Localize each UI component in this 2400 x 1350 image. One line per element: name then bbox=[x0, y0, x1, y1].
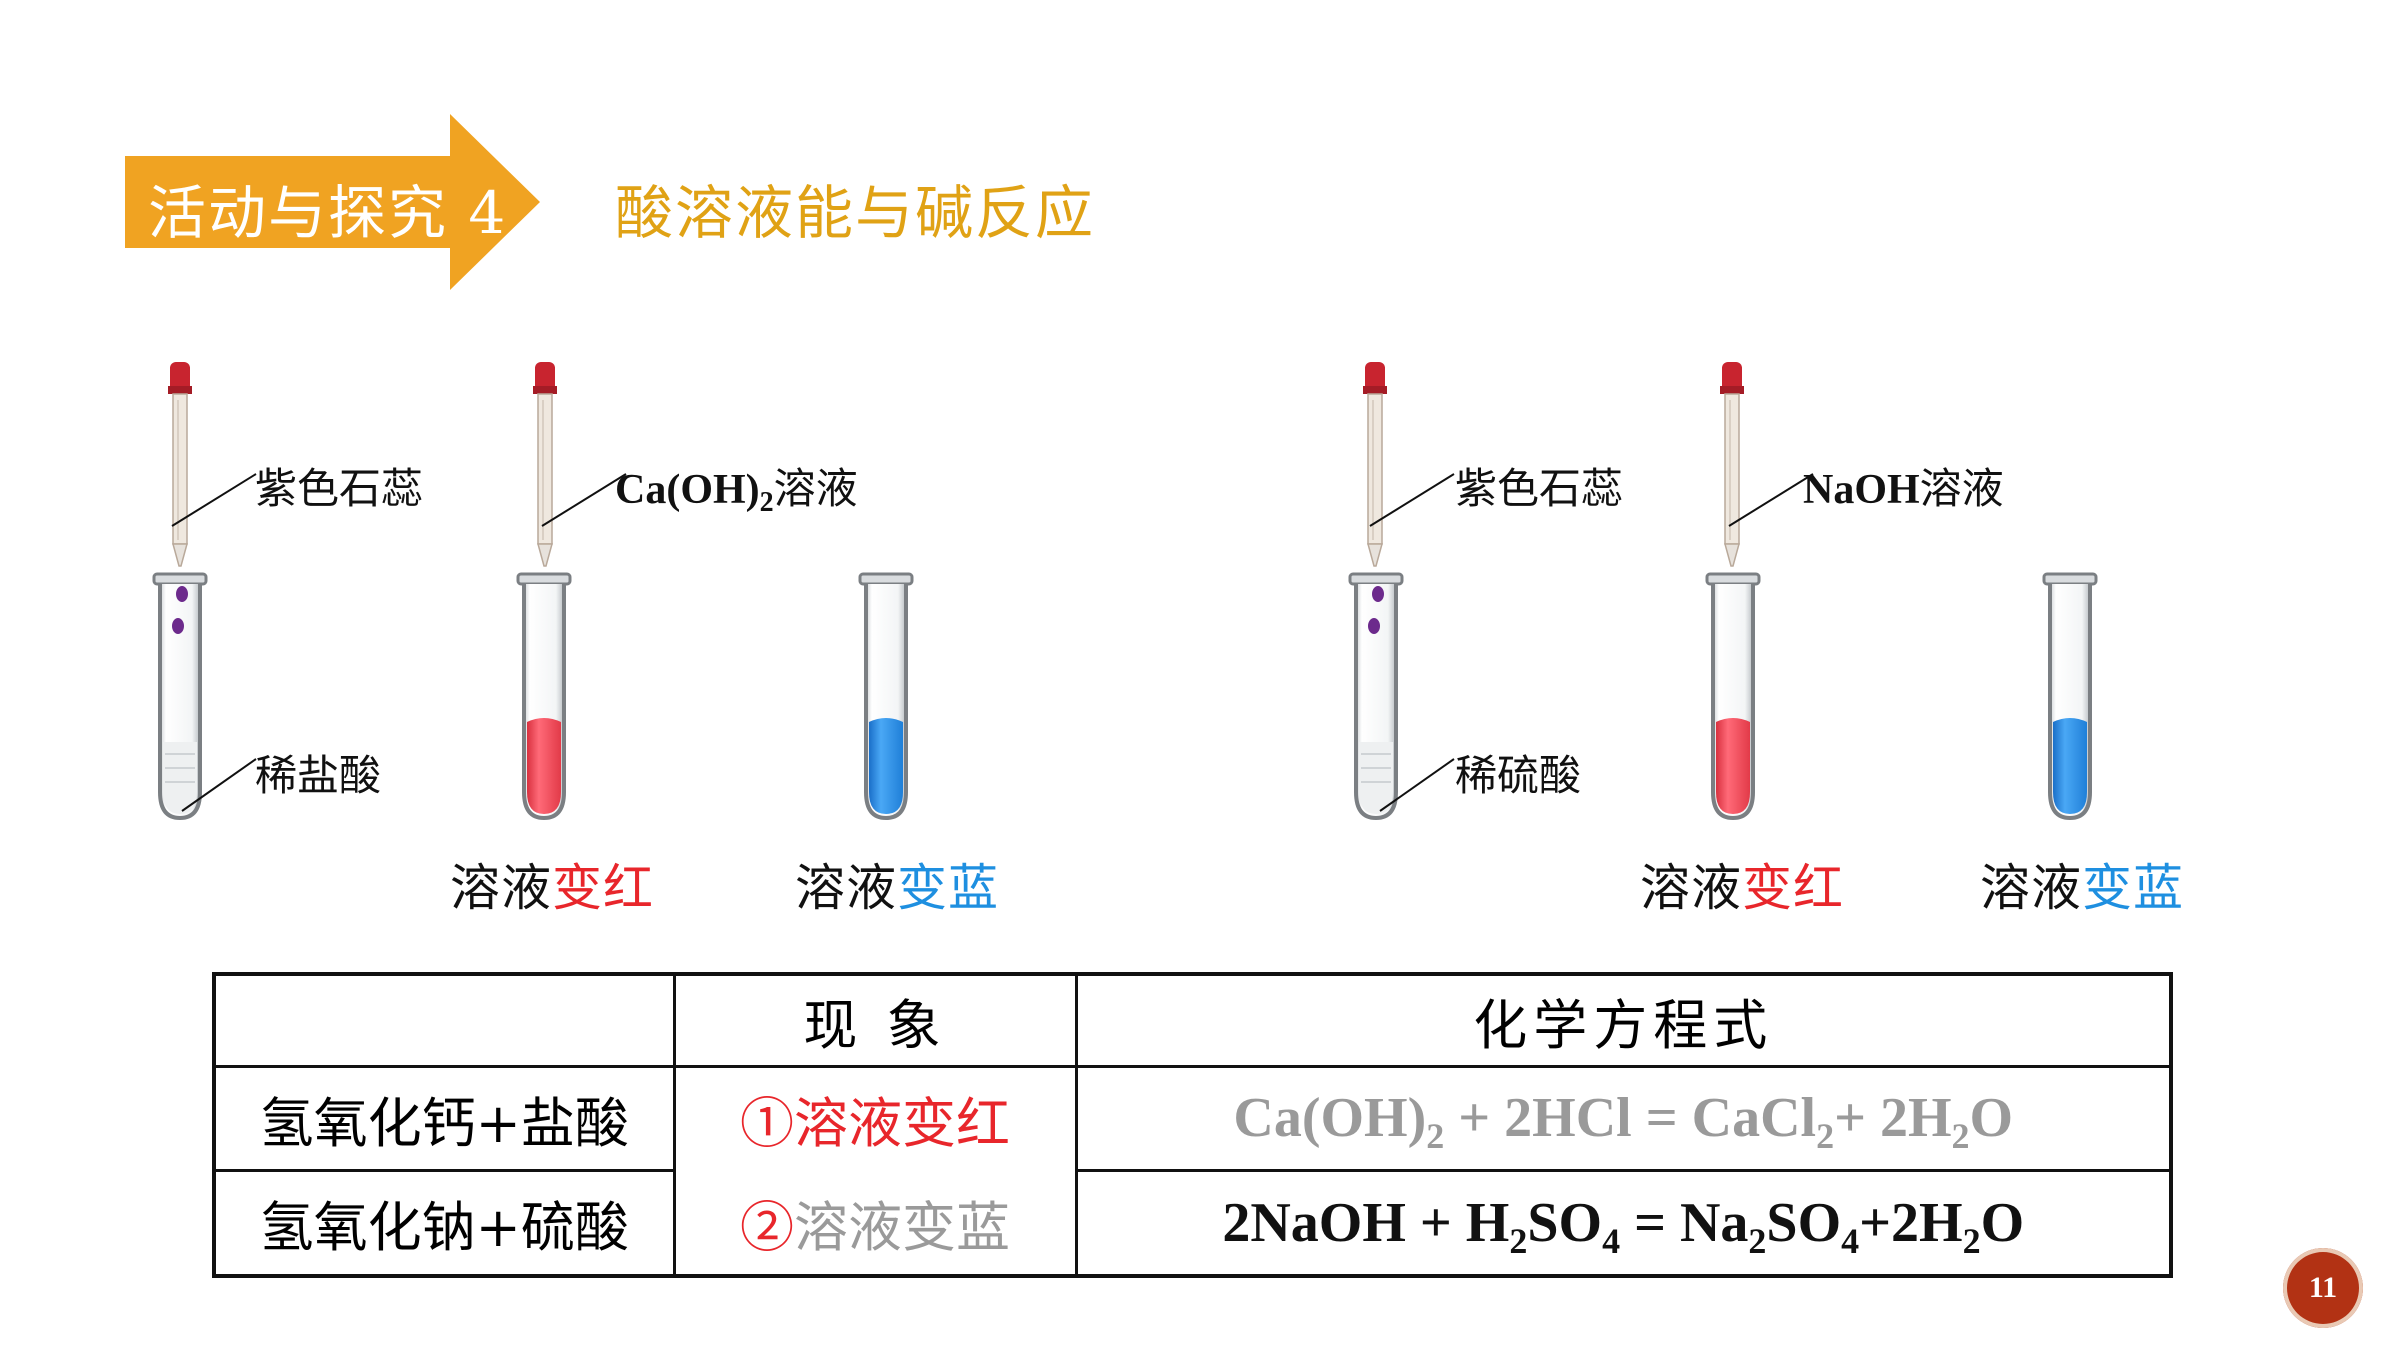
test-tube-red-2 bbox=[1705, 572, 1761, 821]
result-red-2: 溶液变红 bbox=[1640, 859, 1844, 917]
leader-line bbox=[171, 473, 257, 527]
dropper-litmus-1 bbox=[168, 362, 192, 567]
activity-label: 活动与探究 4 bbox=[148, 179, 508, 247]
test-tube-red-1 bbox=[516, 572, 572, 821]
leader-line bbox=[181, 758, 257, 812]
table-row: 氢氧化钠+硫酸 ②溶液变蓝 2NaOH + H2SO4 = Na2SO4+2H2… bbox=[212, 1168, 2173, 1278]
dropper-base-1 bbox=[533, 362, 557, 567]
activity-banner-arrow bbox=[125, 114, 540, 290]
table-row: 氢氧化钙+盐酸 ①溶液变红 Ca(OH)2 + 2HCl = CaCl2+ 2H… bbox=[212, 1064, 2173, 1172]
equation-cell: Ca(OH)2 + 2HCl = CaCl2+ 2H2O bbox=[1074, 1064, 2173, 1172]
dropper-base-2 bbox=[1720, 362, 1744, 567]
reaction-label: 氢氧化钙+盐酸 bbox=[212, 1064, 676, 1172]
dropper-litmus-2 bbox=[1363, 362, 1387, 567]
table-header-row: 现 象 化学方程式 bbox=[212, 972, 2173, 1068]
test-tube-blue-1 bbox=[858, 572, 914, 821]
summary-table: 现 象 化学方程式 氢氧化钙+盐酸 ①溶液变红 Ca(OH)2 + 2HCl =… bbox=[212, 972, 2173, 1278]
leader-line bbox=[1728, 473, 1814, 527]
leader-line bbox=[541, 473, 627, 527]
phenomenon-cell: ②溶液变蓝 bbox=[672, 1170, 1078, 1278]
table-header-equation: 化学方程式 bbox=[1074, 972, 2173, 1068]
test-tube-blue-2 bbox=[2042, 572, 2098, 821]
acid-label-hcl: 稀盐酸 bbox=[255, 751, 382, 800]
test-tube-acid-1 bbox=[152, 572, 208, 821]
base-label-naoh: NaOH溶液 bbox=[1803, 464, 2004, 513]
test-tube-acid-2 bbox=[1348, 572, 1404, 821]
result-blue-2: 溶液变蓝 bbox=[1980, 859, 2184, 917]
page-title: 酸溶液能与碱反应 bbox=[615, 179, 1096, 247]
result-blue-1: 溶液变蓝 bbox=[795, 859, 999, 917]
leader-line bbox=[1369, 473, 1455, 527]
reaction-label: 氢氧化钠+硫酸 bbox=[212, 1168, 676, 1278]
table-header-empty bbox=[212, 972, 676, 1068]
acid-label-h2so4: 稀硫酸 bbox=[1455, 751, 1582, 800]
litmus-label-2: 紫色石蕊 bbox=[1455, 464, 1624, 513]
page-number-badge: 11 bbox=[2283, 1248, 2363, 1328]
table-header-phenomenon: 现 象 bbox=[672, 972, 1078, 1068]
page-number: 11 bbox=[2308, 1271, 2338, 1304]
litmus-label-1: 紫色石蕊 bbox=[255, 464, 424, 513]
leader-line bbox=[1379, 758, 1455, 812]
base-label-caoh2: Ca(OH)2溶液 bbox=[615, 464, 858, 518]
result-red-1: 溶液变红 bbox=[450, 859, 654, 917]
phenomenon-cell: ①溶液变红 bbox=[672, 1064, 1078, 1170]
equation-cell: 2NaOH + H2SO4 = Na2SO4+2H2O bbox=[1074, 1168, 2173, 1278]
